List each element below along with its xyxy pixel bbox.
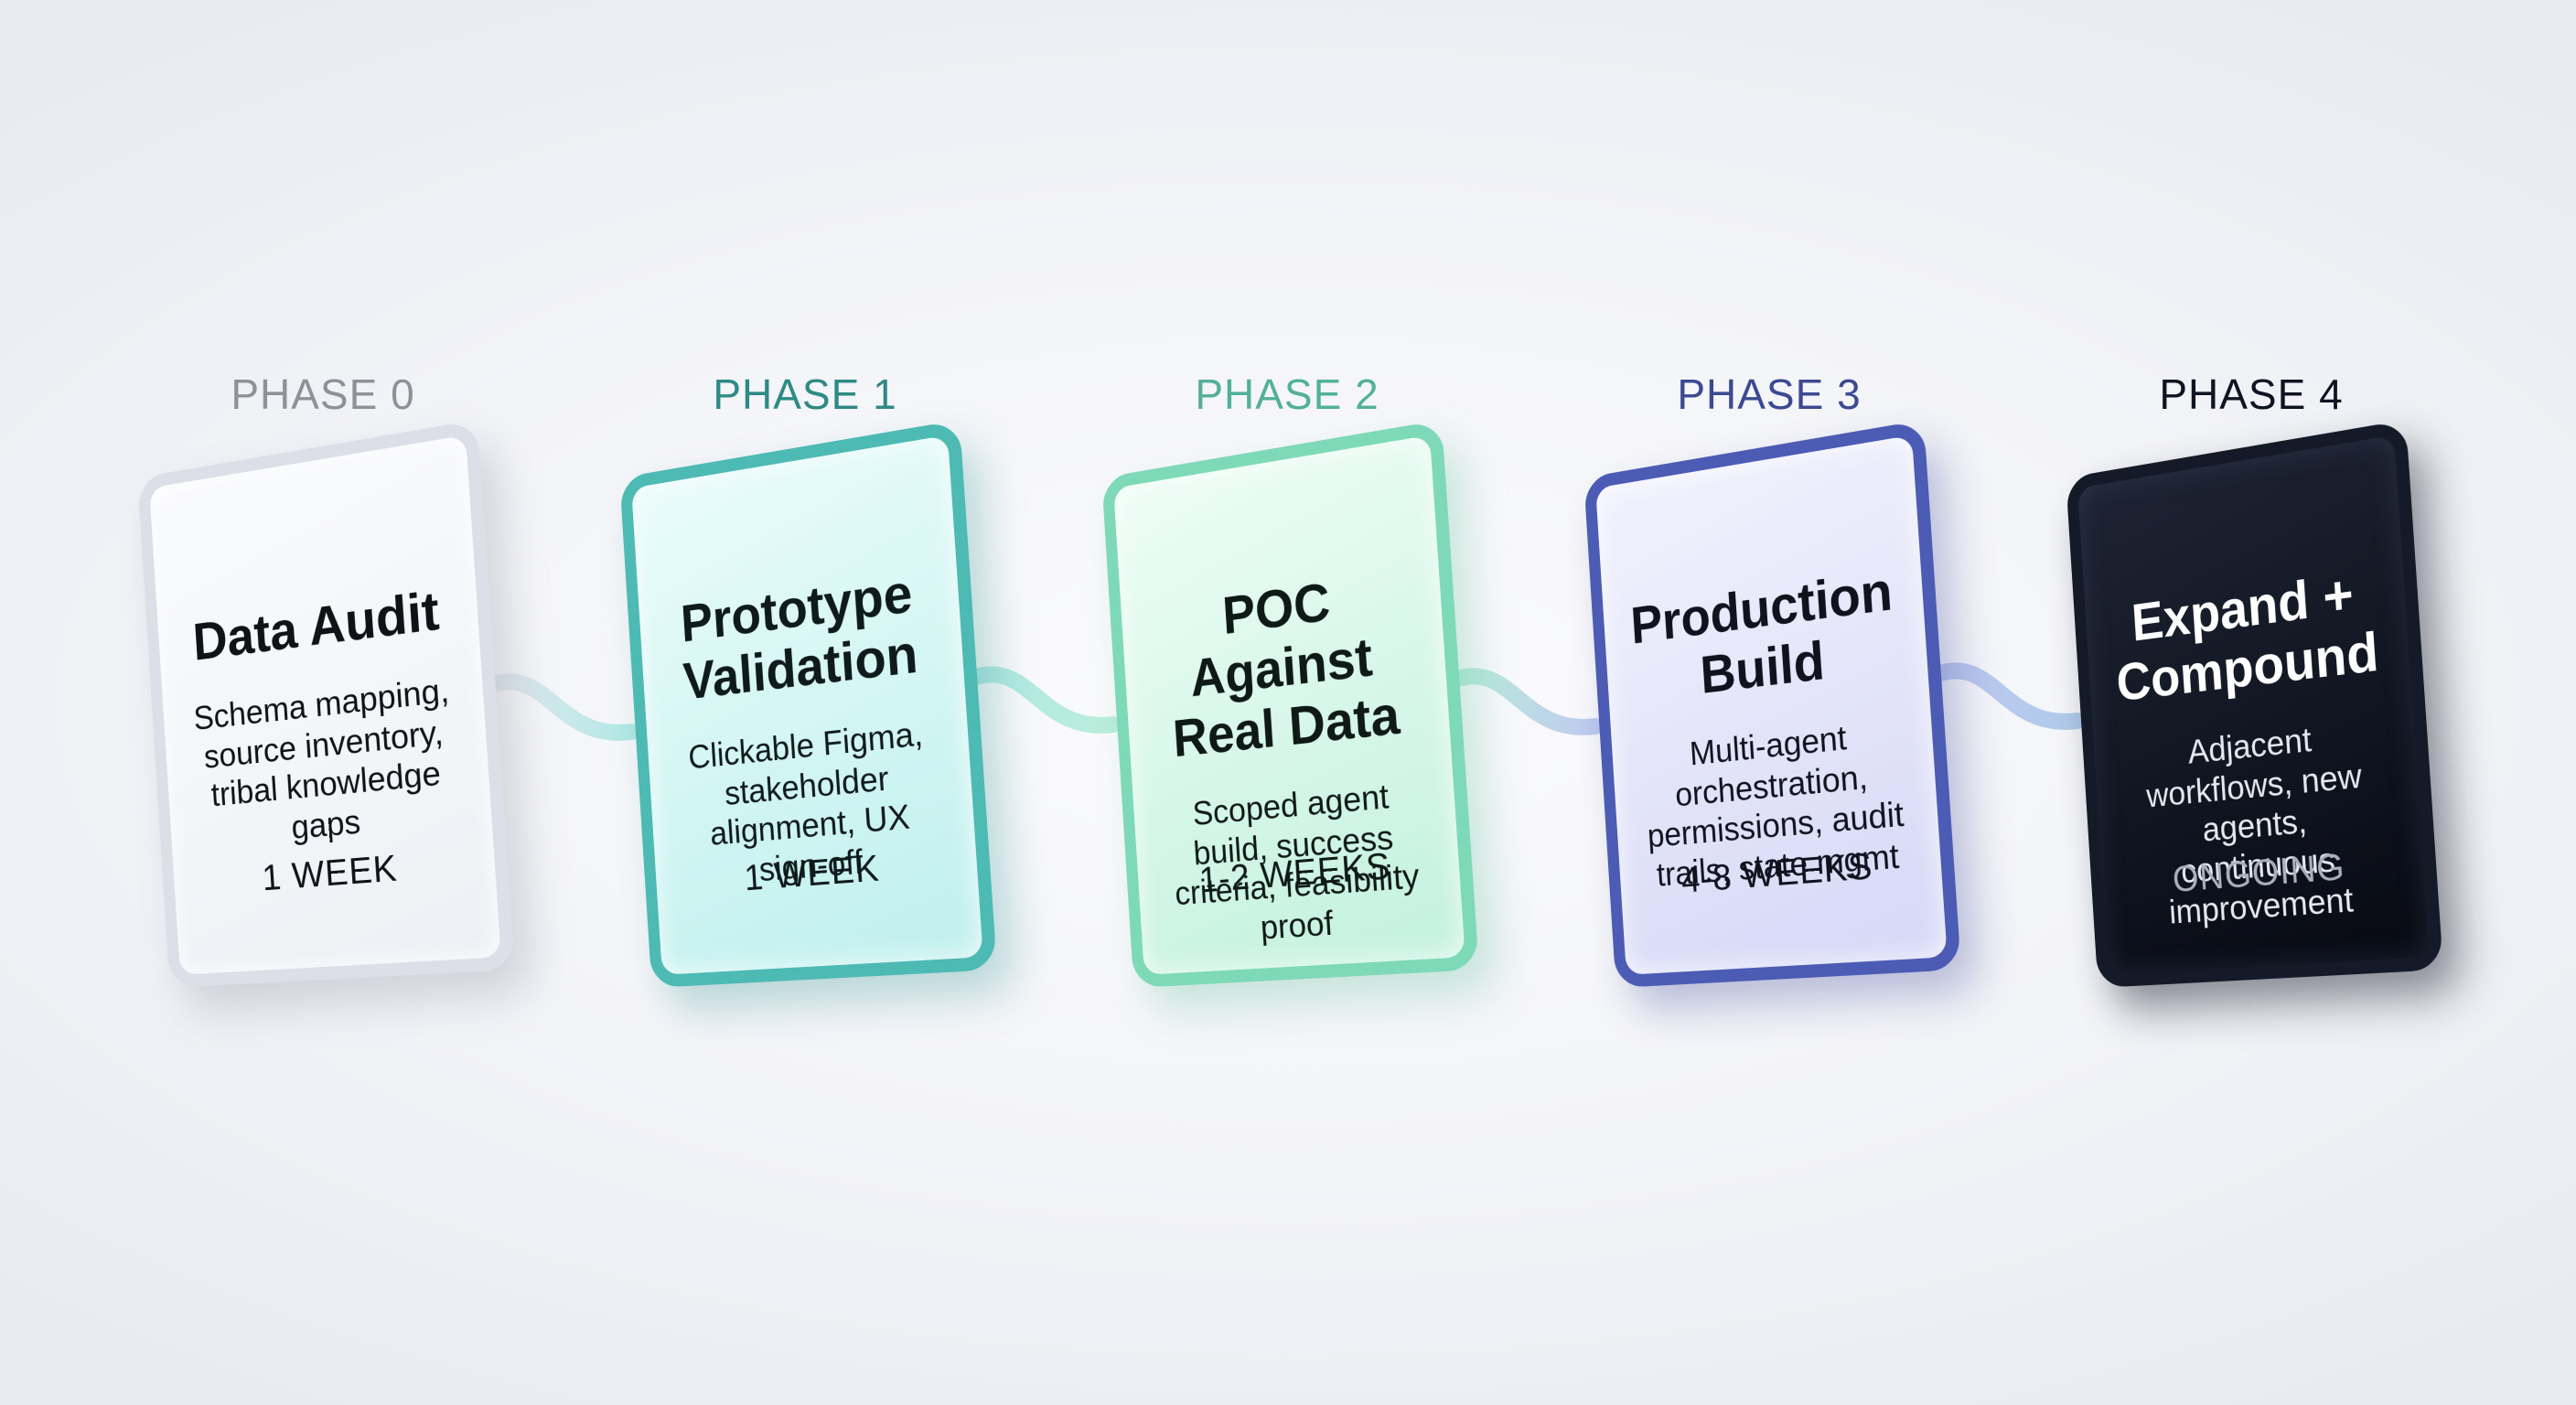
phase-4-card: Expand + Compound Adjacent workflows, ne… — [2066, 419, 2443, 989]
phase-4-title: Expand + Compound — [2114, 563, 2381, 713]
connector-0-1 — [486, 673, 639, 741]
phase-1-title: Prototype Validation — [679, 563, 920, 712]
connector-2-3 — [1450, 668, 1604, 735]
phase-2-title: POC Against Real Data — [1171, 572, 1402, 769]
phase-0-title: Data Audit — [191, 580, 442, 672]
phase-1-card: Prototype Validation Clickable Figma, st… — [619, 419, 997, 989]
connector-1-2 — [968, 666, 1122, 734]
connector-3-4 — [1932, 662, 2086, 730]
phase-2-label: PHASE 2 — [1195, 370, 1379, 418]
phase-4-card-face: Expand + Compound Adjacent workflows, ne… — [2066, 419, 2443, 989]
phase-0-description: Schema mapping, source inventory, tribal… — [192, 670, 451, 846]
phase-4-label: PHASE 4 — [2159, 370, 2344, 418]
phase-3-card: Production Build Multi-agent orchestrati… — [1583, 419, 1961, 989]
phase-2-card-face: POC Against Real Data Scoped agent build… — [1101, 419, 1479, 989]
phase-0-label: PHASE 0 — [231, 370, 415, 418]
phase-1-label: PHASE 1 — [713, 370, 897, 418]
phase-0-card: Data Audit Schema mapping, source invent… — [137, 419, 515, 989]
phase-3-title: Production Build — [1628, 560, 1894, 705]
phase-3-label: PHASE 3 — [1677, 370, 1862, 418]
phase-3-card-face: Production Build Multi-agent orchestrati… — [1583, 419, 1961, 989]
phase-1-card-face: Prototype Validation Clickable Figma, st… — [619, 419, 997, 989]
phase-0-card-face: Data Audit Schema mapping, source invent… — [137, 419, 515, 989]
phase-2-card: POC Against Real Data Scoped agent build… — [1101, 419, 1479, 989]
